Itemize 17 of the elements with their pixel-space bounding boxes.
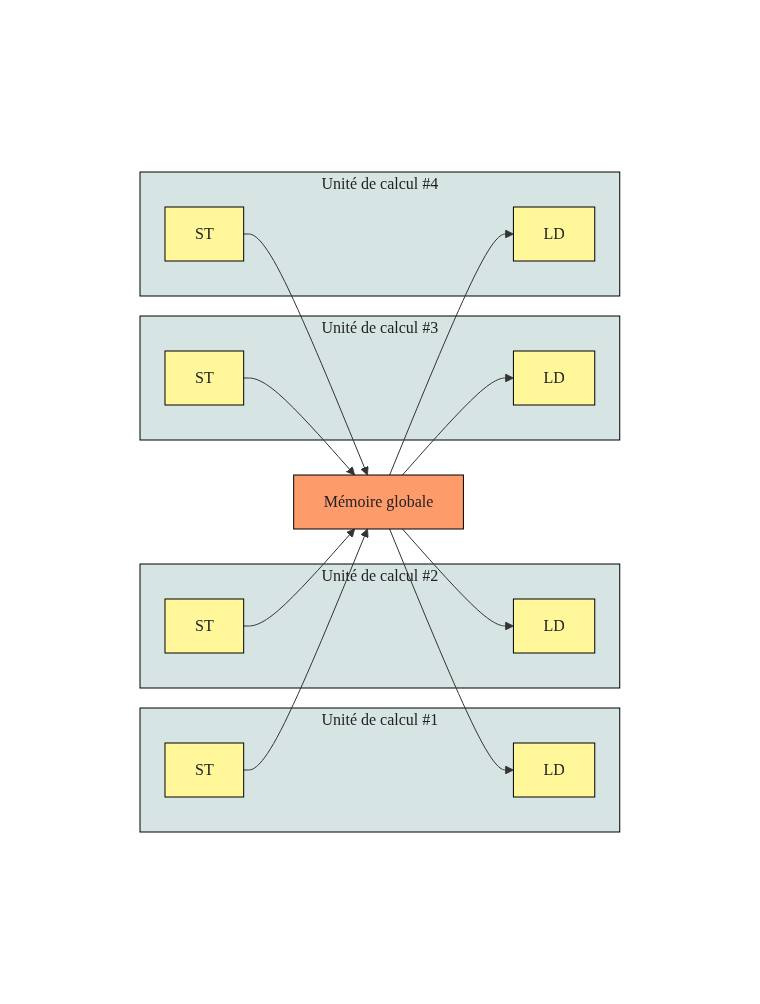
arrow — [389, 528, 514, 775]
arrow — [243, 233, 369, 476]
arrow — [389, 229, 514, 476]
arrow — [243, 528, 356, 627]
node-box: LD — [513, 742, 596, 798]
node-box: ST — [164, 350, 245, 406]
node-box: ST — [164, 742, 245, 798]
arrow — [402, 373, 514, 476]
node-box: ST — [164, 598, 245, 654]
node-box: LD — [513, 206, 596, 262]
node-box: Mémoire globale — [293, 474, 465, 530]
node-box: LD — [513, 598, 596, 654]
node-box: LD — [513, 350, 596, 406]
arrow — [243, 528, 369, 771]
node-box: ST — [164, 206, 245, 262]
arrow — [402, 528, 514, 631]
arrow — [243, 377, 356, 476]
